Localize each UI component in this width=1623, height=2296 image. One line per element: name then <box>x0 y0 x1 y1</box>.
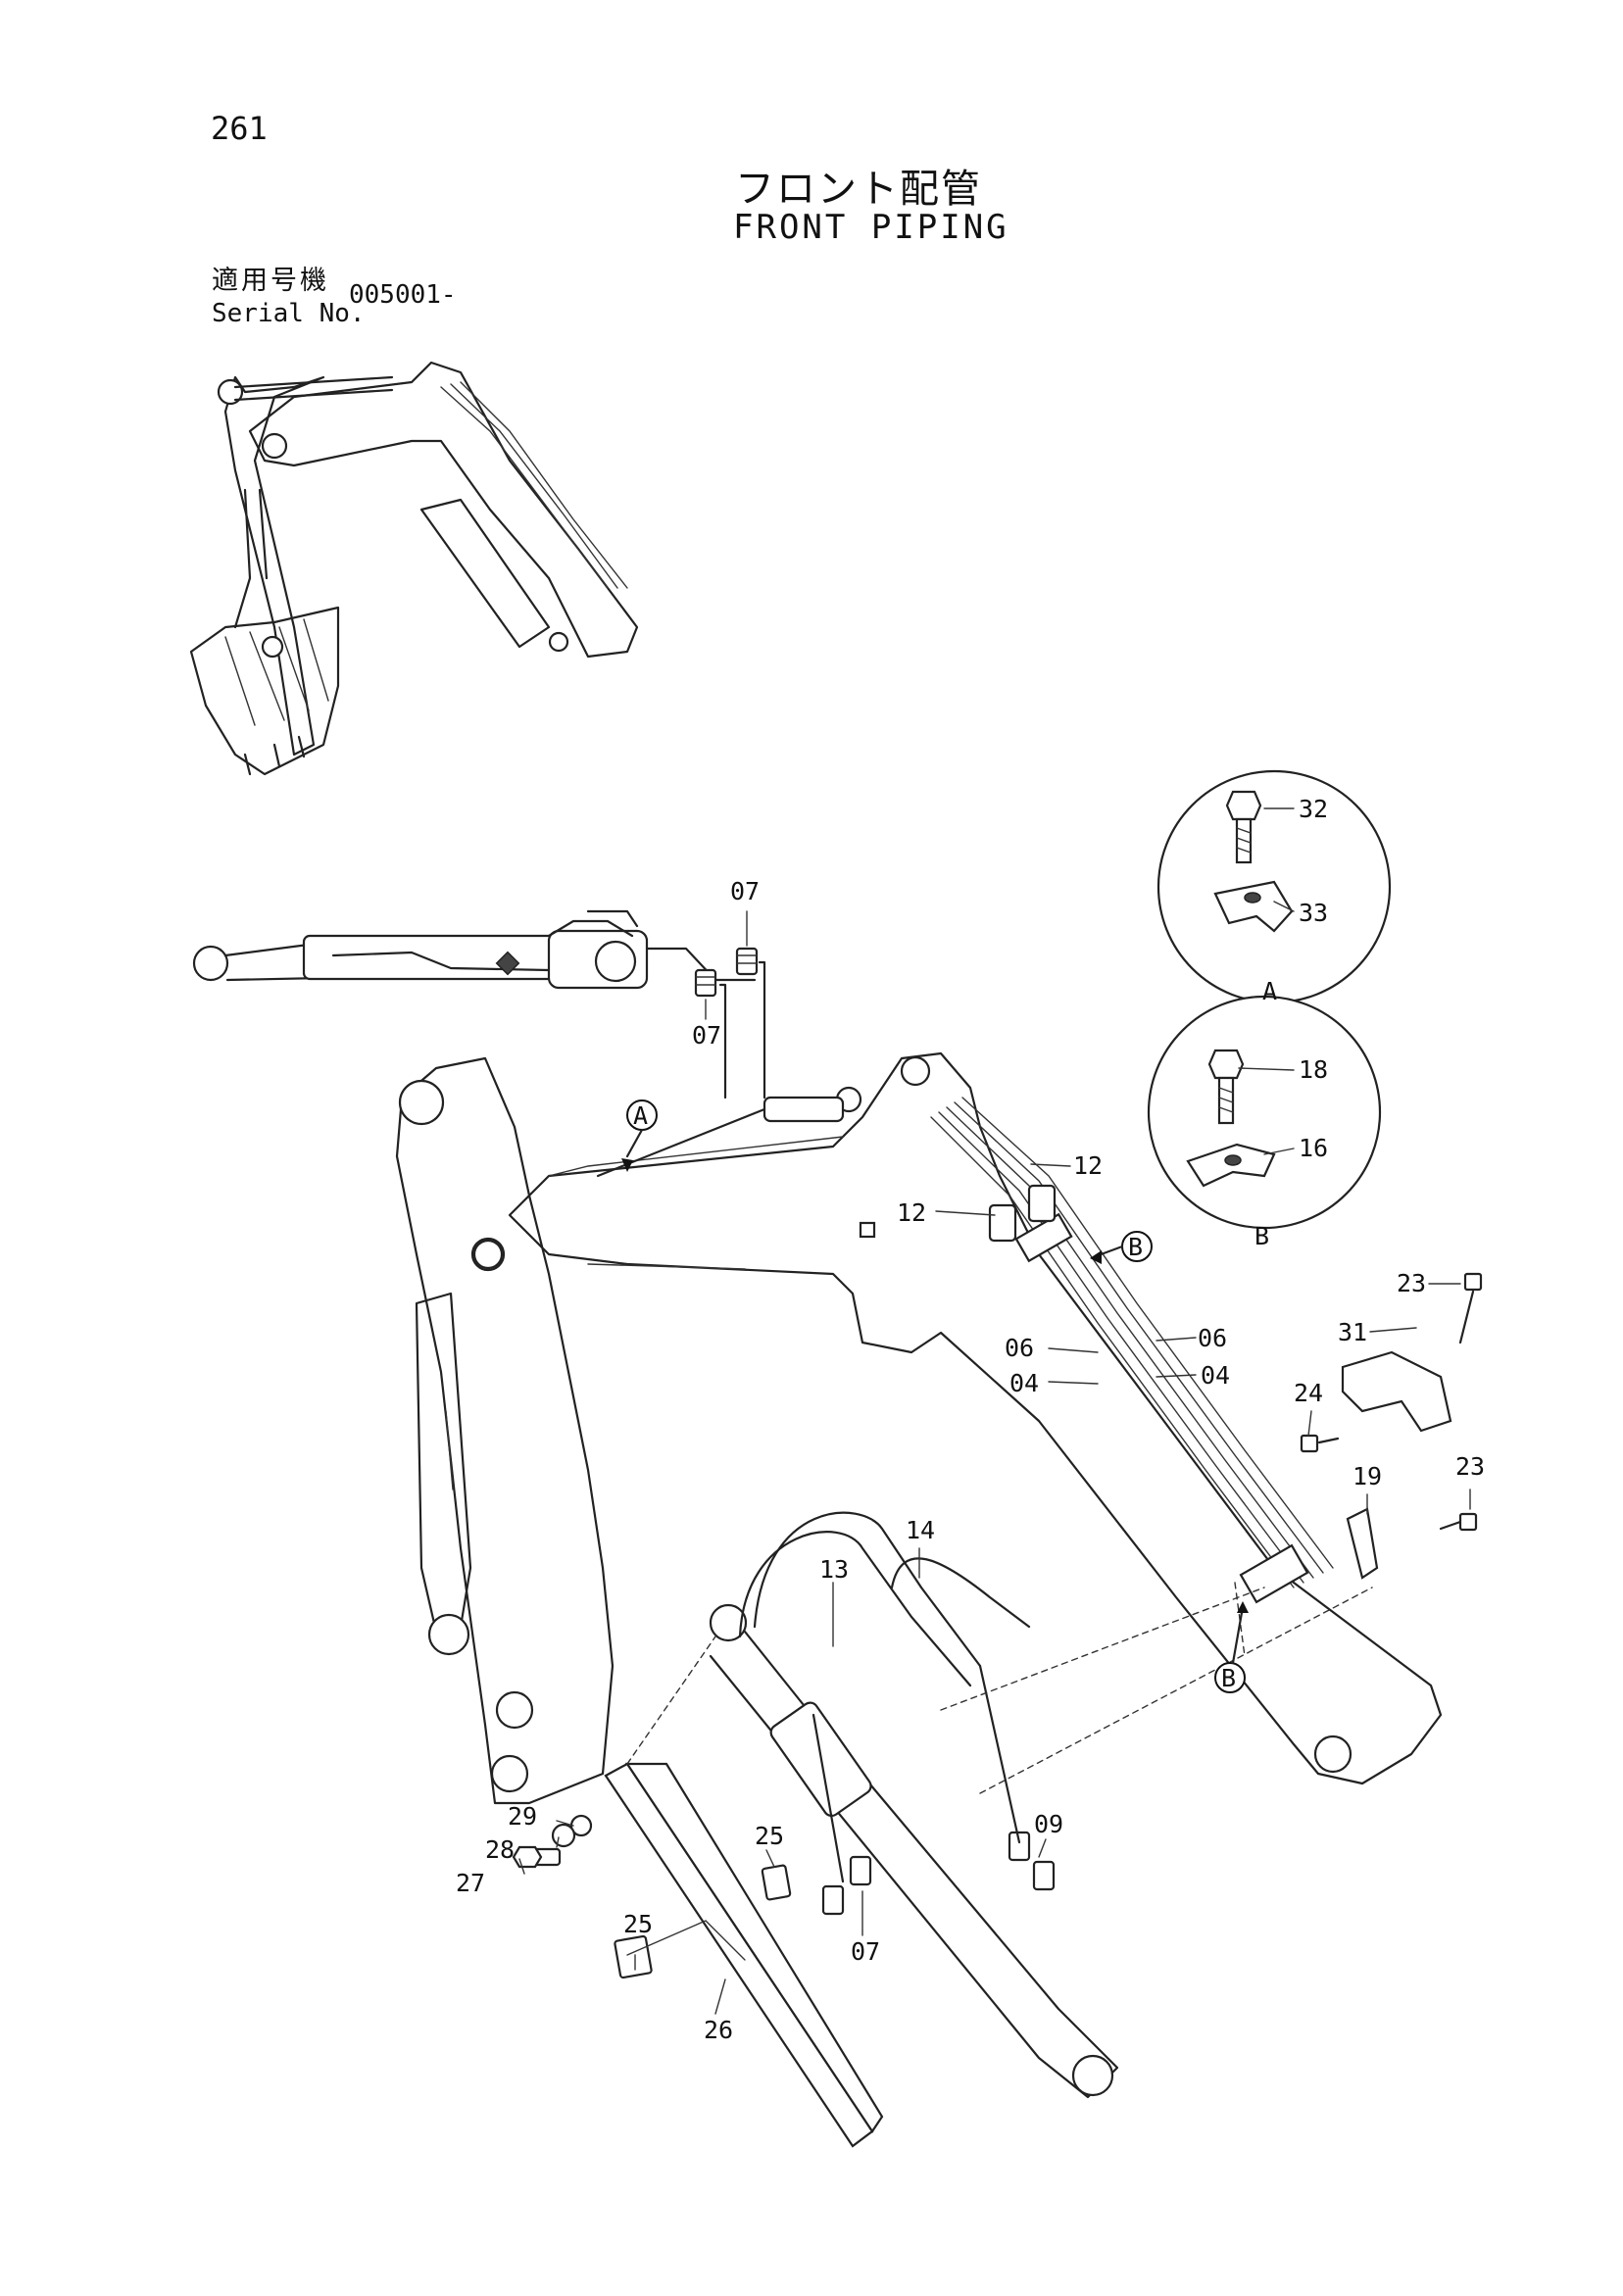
callout-b-upper-letter: B <box>1128 1233 1143 1261</box>
part-label-07-middle: 07 <box>692 1021 721 1050</box>
callout-a: A <box>621 1099 658 1172</box>
callout-b-lower-letter: B <box>1221 1664 1236 1692</box>
part-label-23-lower: 23 <box>1455 1452 1485 1481</box>
part-label-23-upper: 23 <box>1397 1269 1426 1297</box>
detail-letter-b: B <box>1254 1222 1269 1250</box>
callout-b-upper: B <box>1090 1231 1153 1264</box>
overview-illustration <box>189 361 639 776</box>
part-label-26: 26 <box>704 2016 733 2044</box>
part-label-14: 14 <box>906 1516 935 1544</box>
page-title-english: FRONT PIPING <box>733 208 1009 247</box>
part-label-07-upper: 07 <box>730 877 760 905</box>
part-label-13: 13 <box>819 1555 849 1584</box>
part-label-29: 29 <box>508 1802 537 1831</box>
part-label-25-upper: 25 <box>755 1822 784 1850</box>
arm-cylinder-illustration <box>192 909 766 1099</box>
part-label-28: 28 <box>485 1835 515 1864</box>
callout-a-letter: A <box>633 1101 648 1130</box>
part-label-25-lower: 25 <box>623 1910 653 1938</box>
serial-number-range: 005001- <box>349 280 457 310</box>
part-label-33: 33 <box>1299 899 1328 927</box>
page-title-japanese: フロント配管 <box>735 167 982 212</box>
part-label-12-left: 12 <box>897 1198 926 1227</box>
serial-label-japanese: 適用号機 <box>212 266 329 296</box>
part-label-07-lower: 07 <box>851 1937 880 1966</box>
boom-cylinder-illustration <box>709 1511 1119 2099</box>
part-label-31: 31 <box>1338 1318 1367 1346</box>
arm-illustration <box>395 1056 615 1805</box>
part-label-06-right: 06 <box>1198 1324 1227 1352</box>
detail-view-a <box>1156 769 1392 1004</box>
boom-illustration <box>472 1051 1483 1785</box>
callout-b-lower: B <box>1214 1601 1249 1693</box>
part-label-24: 24 <box>1294 1379 1323 1407</box>
part-label-04-right: 04 <box>1201 1361 1230 1390</box>
part-label-09: 09 <box>1034 1810 1063 1838</box>
part-label-06-left: 06 <box>1005 1334 1034 1362</box>
part-label-16: 16 <box>1299 1134 1328 1162</box>
serial-label-english: Serial No. <box>212 299 366 328</box>
part-label-12-right: 12 <box>1073 1151 1103 1180</box>
part-label-19: 19 <box>1352 1462 1382 1490</box>
part-label-04-left: 04 <box>1009 1369 1039 1397</box>
cylinder-guard-illustration <box>604 1762 884 2148</box>
detail-letter-a: A <box>1262 977 1277 1005</box>
leader-lines <box>518 807 1471 2015</box>
part-label-32: 32 <box>1299 795 1328 823</box>
part-label-27: 27 <box>456 1869 485 1897</box>
page-number: 261 <box>211 110 268 147</box>
part-label-18: 18 <box>1299 1055 1328 1084</box>
detail-view-b <box>1147 995 1382 1230</box>
